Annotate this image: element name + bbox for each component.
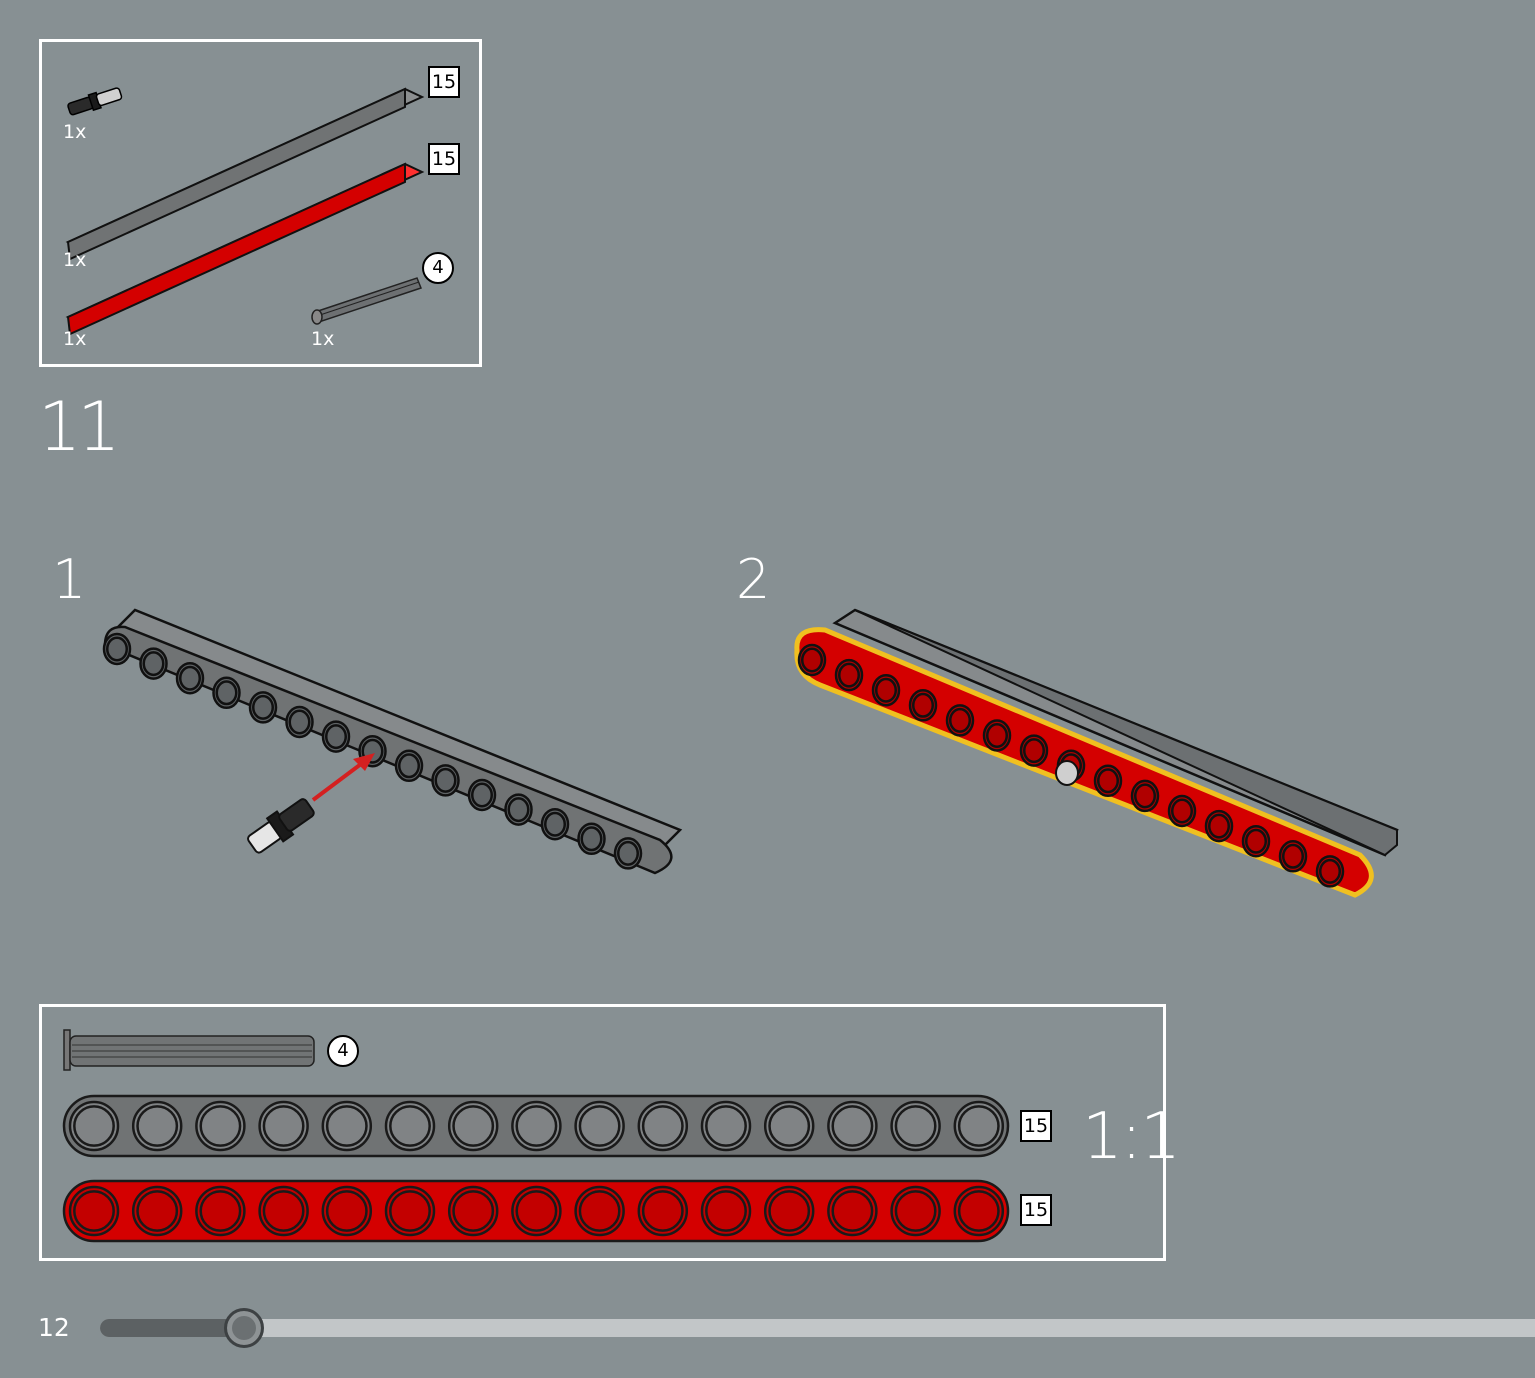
beam-hole-inner bbox=[515, 1105, 558, 1147]
beam-hole-inner bbox=[1134, 783, 1156, 809]
beam-hole-inner bbox=[1208, 813, 1230, 839]
axle-reference-badge: 4 bbox=[327, 1035, 359, 1067]
beam-hole-inner bbox=[452, 1105, 495, 1147]
beam-hole-inner bbox=[1023, 738, 1045, 764]
substep-1-illustration bbox=[102, 608, 683, 875]
pin-part-icon bbox=[67, 87, 123, 116]
beam-hole-inner bbox=[875, 677, 897, 703]
beam-hole-inner bbox=[142, 651, 165, 677]
axle-part-icon bbox=[311, 277, 422, 325]
beam-hole-inner bbox=[389, 1190, 431, 1232]
beam-hole-inner bbox=[1171, 798, 1193, 824]
beam-hole-inner bbox=[641, 1105, 684, 1147]
beam-hole-inner bbox=[768, 1190, 811, 1232]
progress-track[interactable] bbox=[100, 1319, 1535, 1337]
beam-hole-inner bbox=[1245, 828, 1267, 854]
progress-fill bbox=[100, 1319, 244, 1337]
beam-hole-inner bbox=[578, 1190, 621, 1232]
beam-hole-inner bbox=[471, 782, 493, 808]
beam-hole-inner bbox=[580, 826, 603, 852]
beam-hole-inner bbox=[262, 1190, 305, 1232]
beam-hole-inner bbox=[705, 1190, 747, 1232]
beam-hole-inner bbox=[199, 1190, 242, 1232]
red-beam-part-icon bbox=[65, 162, 425, 336]
beam-hole-inner bbox=[398, 753, 420, 779]
beam-hole-inner bbox=[617, 840, 639, 866]
substep-2-number: 2 bbox=[736, 548, 771, 611]
beam-hole-inner bbox=[252, 694, 274, 720]
grey-beam-reference-badge: 15 bbox=[1020, 1110, 1052, 1142]
axle-reference-icon bbox=[63, 1029, 315, 1071]
beam-hole-inner bbox=[1319, 858, 1341, 884]
scale-label: 1:1 bbox=[1082, 1100, 1181, 1174]
beam-hole-inner bbox=[894, 1105, 937, 1147]
beam-hole-inner bbox=[894, 1190, 937, 1232]
beam-hole-inner bbox=[136, 1105, 179, 1147]
beam-hole-inner bbox=[325, 724, 347, 750]
beam-hole-inner bbox=[325, 1105, 368, 1147]
beam-hole-inner bbox=[957, 1190, 1000, 1232]
beam-hole-inner bbox=[801, 647, 823, 673]
beam-hole-inner bbox=[215, 680, 238, 706]
scale-reference-box: 4 15 15 bbox=[39, 1004, 1166, 1261]
beam-hole-inner bbox=[957, 1105, 1000, 1147]
beam-hole-inner bbox=[288, 709, 311, 735]
beam-hole-inner bbox=[389, 1105, 431, 1147]
step-number: 11 bbox=[38, 388, 121, 467]
red-beam-length-badge: 15 bbox=[428, 143, 460, 175]
axle-length-badge: 4 bbox=[422, 252, 454, 284]
beam-hole-inner bbox=[1097, 768, 1119, 794]
beam-hole-inner bbox=[507, 797, 530, 823]
beam-hole-inner bbox=[136, 1190, 179, 1232]
beam-hole-inner bbox=[73, 1105, 115, 1147]
progress-slider-thumb[interactable] bbox=[224, 1308, 264, 1348]
grey-beam-reference-icon bbox=[62, 1094, 1010, 1158]
beam-hole-inner bbox=[199, 1105, 242, 1147]
beam-hole-inner bbox=[515, 1190, 558, 1232]
substep-1-number: 1 bbox=[52, 548, 87, 611]
grey-beam-qty: 1x bbox=[63, 249, 87, 271]
beam-hole-inner bbox=[768, 1105, 811, 1147]
axle-qty: 1x bbox=[311, 328, 335, 350]
beam-hole-inner bbox=[912, 692, 934, 718]
beam-hole-inner bbox=[831, 1190, 874, 1232]
beam-hole-inner bbox=[641, 1190, 684, 1232]
page-number: 12 bbox=[38, 1313, 70, 1342]
red-beam-reference-icon bbox=[62, 1179, 1010, 1243]
beam-hole-inner bbox=[179, 665, 201, 691]
beam-hole-inner bbox=[325, 1190, 368, 1232]
substep-2-illustration bbox=[794, 608, 1399, 898]
beam-hole-inner bbox=[1282, 843, 1304, 869]
grey-beam-part-icon bbox=[65, 87, 425, 261]
beam-hole-inner bbox=[578, 1105, 621, 1147]
beam-hole-inner bbox=[838, 662, 860, 688]
beam-hole-inner bbox=[434, 767, 457, 793]
beam-hole-inner bbox=[262, 1105, 305, 1147]
pin-qty: 1x bbox=[63, 121, 87, 143]
grey-beam-length-badge: 15 bbox=[428, 66, 460, 98]
red-beam-qty: 1x bbox=[63, 328, 87, 350]
beam-hole-inner bbox=[452, 1190, 495, 1232]
beam-hole-inner bbox=[831, 1105, 874, 1147]
beam-hole-inner bbox=[73, 1190, 115, 1232]
beam-hole-inner bbox=[705, 1105, 747, 1147]
parts-list-box: 1x 15 1x 15 1x 4 1x bbox=[39, 39, 482, 367]
beam-hole-inner bbox=[949, 707, 971, 733]
red-beam-reference-badge: 15 bbox=[1020, 1194, 1052, 1226]
beam-hole-inner bbox=[106, 636, 128, 662]
beam-hole-inner bbox=[986, 723, 1008, 748]
beam-hole-inner bbox=[544, 811, 566, 837]
